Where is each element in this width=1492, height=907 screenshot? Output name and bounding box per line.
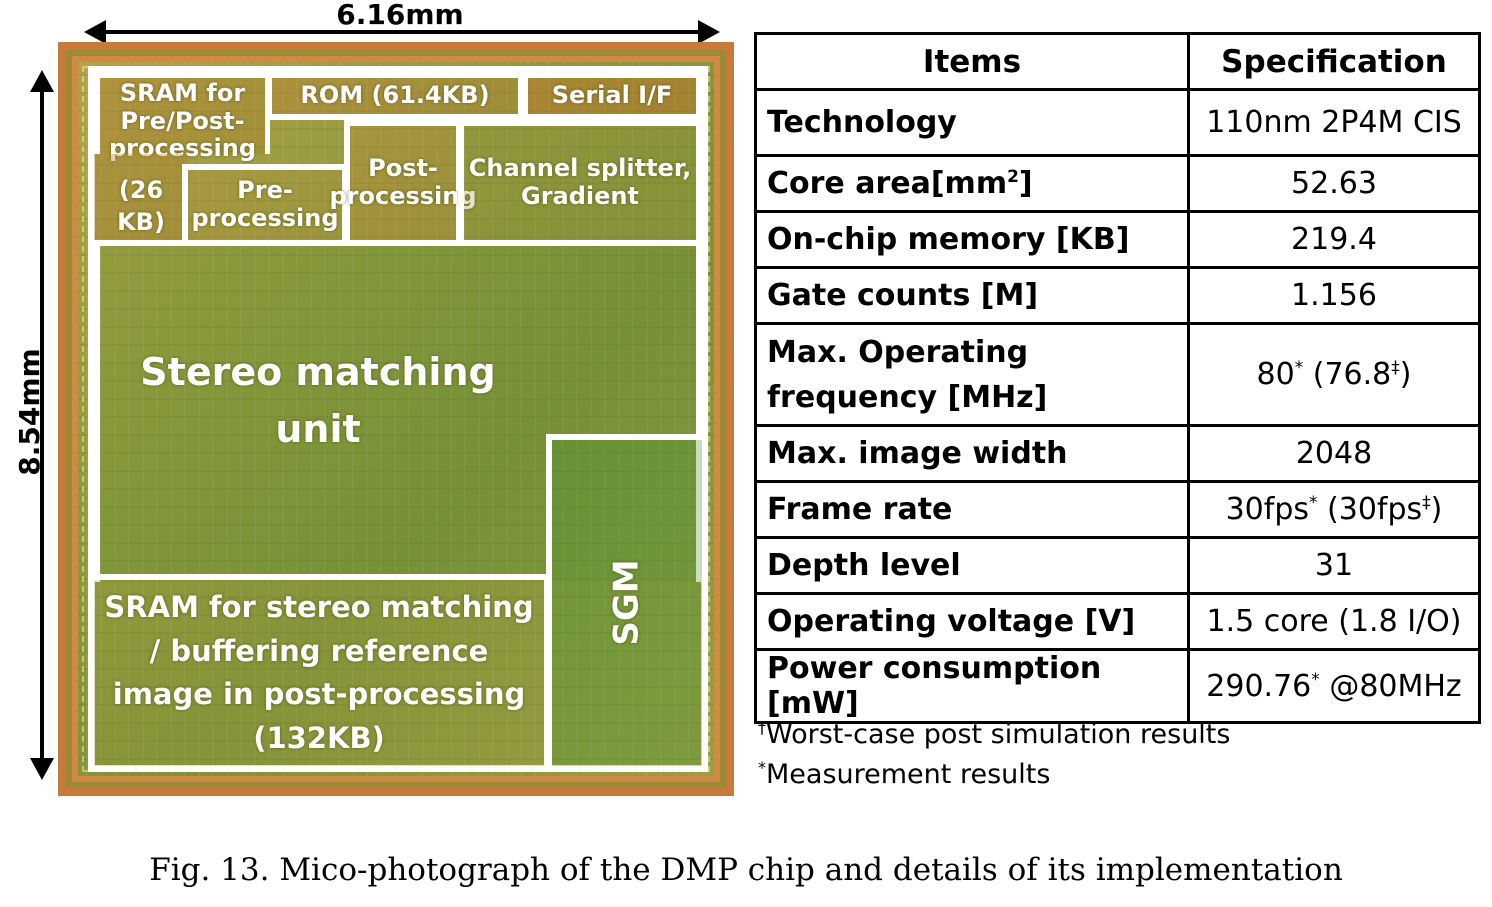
table-row: Core area[mm2] 52.63: [754, 154, 1481, 213]
row-item: Frame rate: [754, 480, 1190, 539]
block-channel-splitter: Channel splitter, Gradient: [458, 120, 702, 246]
block-sram-pre-post-label: SRAM for Pre/Post-processing: [108, 79, 257, 163]
header-items: Items: [754, 32, 1190, 91]
block-rom-label: ROM (61.4KB): [300, 81, 490, 110]
footnote-asterisk: *Measurement results: [758, 758, 1050, 790]
table-row: On-chip memory [KB] 219.4: [754, 210, 1481, 269]
row-value-b: (30fps: [1317, 492, 1423, 527]
row-value-c: ): [1430, 492, 1443, 527]
row-value-sup-a: *: [1309, 493, 1318, 513]
block-stereo-matching: Stereo matching unit: [94, 240, 702, 582]
footnote-text: Measurement results: [766, 759, 1051, 790]
footnote-mark: †: [758, 718, 766, 737]
row-item-text: Core area[mm: [767, 166, 1008, 201]
block-stereo-matching-label: Stereo matching unit: [140, 350, 496, 451]
block-pre-processing: Pre-processing: [182, 164, 348, 246]
block-sgm-label: SGM: [606, 559, 647, 647]
row-item: Technology: [754, 88, 1190, 157]
row-value-b: @80MHz: [1319, 668, 1462, 704]
table-header-row: Items Specification: [754, 32, 1481, 91]
row-item: Depth level: [754, 536, 1190, 595]
row-value: 110nm 2P4M CIS: [1187, 88, 1481, 157]
width-dimension-label: 6.16mm: [336, 0, 464, 31]
row-value-c: ): [1399, 357, 1412, 392]
row-item: Power consumption [mW]: [754, 648, 1190, 724]
block-serial-if: Serial I/F: [522, 72, 702, 120]
block-sgm: SGM: [546, 434, 708, 772]
height-dimension-arrow: [30, 70, 54, 780]
row-value: 219.4: [1187, 210, 1481, 269]
table-row: Technology 110nm 2P4M CIS: [754, 88, 1481, 157]
row-item: Max. Operating frequency [MHz]: [754, 322, 1190, 427]
chip-micrograph: SRAM for Pre/Post-processing (26 KB) ROM…: [58, 42, 734, 796]
row-item-tail: ]: [1018, 166, 1033, 201]
table-row: Max. Operating frequency [MHz] 80* (76.8…: [754, 322, 1481, 427]
figure-caption: Fig. 13. Mico-photograph of the DMP chip…: [149, 852, 1343, 888]
block-post-processing: Post-processing: [329, 120, 477, 246]
row-value-sup-a: *: [1311, 669, 1320, 690]
row-item: On-chip memory [KB]: [754, 210, 1190, 269]
block-sram-pre-post-size: (26 KB): [94, 154, 188, 244]
row-item-sup: 2: [1007, 167, 1019, 187]
block-post-processing-label: Post-processing: [329, 154, 477, 210]
table-row: Operating voltage [V] 1.5 core (1.8 I/O): [754, 592, 1481, 651]
row-value-sup-b: ‡: [1422, 493, 1431, 513]
row-value: 30fps* (30fps‡): [1187, 480, 1481, 539]
footnote-mark: *: [758, 758, 766, 777]
table-row: Power consumption [mW] 290.76* @80MHz: [754, 648, 1481, 724]
row-value: 52.63: [1187, 154, 1481, 213]
footnote-text: Worst-case post simulation results: [766, 719, 1231, 750]
row-value: 1.5 core (1.8 I/O): [1187, 592, 1481, 651]
row-item: Gate counts [M]: [754, 266, 1190, 325]
spec-table: Items Specification Technology 110nm 2P4…: [754, 32, 1481, 724]
table-row: Frame rate 30fps* (30fps‡): [754, 480, 1481, 539]
block-sram-stereo: SRAM for stereo matching / buffering ref…: [88, 574, 550, 772]
width-dimension-arrow: [84, 20, 720, 44]
row-value: 1.156: [1187, 266, 1481, 325]
row-value: 2048: [1187, 424, 1481, 483]
row-value: 290.76* @80MHz: [1187, 648, 1481, 724]
block-pre-processing-label: Pre-processing: [191, 176, 339, 232]
row-value-a: 80: [1256, 357, 1295, 392]
row-value: 80* (76.8‡): [1187, 322, 1481, 427]
block-sram-pre-post: SRAM for Pre/Post-processing: [94, 72, 270, 162]
table-row: Depth level 31: [754, 536, 1481, 595]
row-value-sup-a: *: [1294, 358, 1304, 378]
footnote-dagger: †Worst-case post simulation results: [758, 718, 1230, 750]
row-item: Operating voltage [V]: [754, 592, 1190, 651]
row-item: Max. image width: [754, 424, 1190, 483]
block-sram-stereo-label: SRAM for stereo matching / buffering ref…: [104, 590, 534, 755]
height-dimension-label: 8.54mm: [13, 348, 46, 476]
row-value-a: 30fps: [1225, 492, 1310, 527]
row-value: 31: [1187, 536, 1481, 595]
block-rom: ROM (61.4KB): [266, 72, 524, 120]
row-value-sup-b: ‡: [1391, 358, 1400, 378]
header-specification: Specification: [1187, 32, 1481, 91]
row-value-a: 290.76: [1206, 668, 1312, 704]
block-serial-if-label: Serial I/F: [551, 81, 673, 110]
block-channel-splitter-label: Channel splitter, Gradient: [468, 154, 692, 210]
table-row: Gate counts [M] 1.156: [754, 266, 1481, 325]
row-item: Core area[mm2]: [754, 154, 1190, 213]
table-row: Max. image width 2048: [754, 424, 1481, 483]
row-value-b: (76.8: [1303, 357, 1392, 392]
